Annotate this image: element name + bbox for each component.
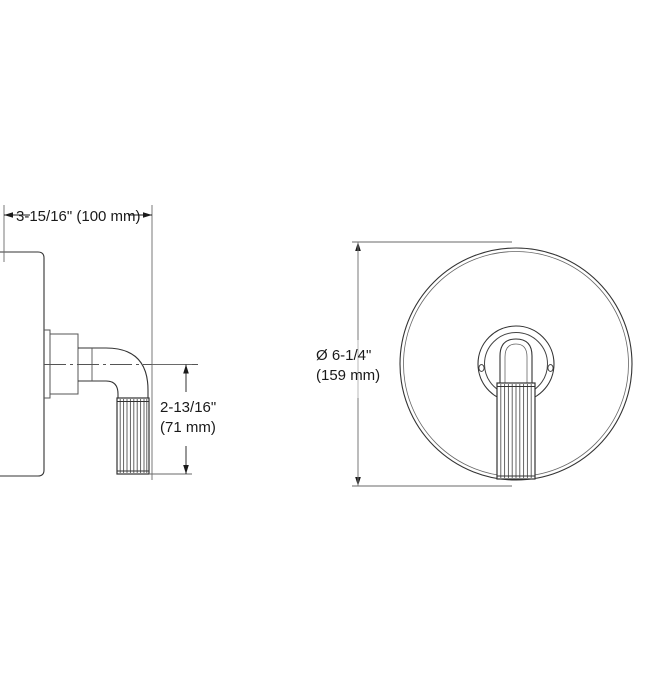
side-valve-body <box>49 333 79 395</box>
dimension-escutcheon-diameter-label-imperial: Ø 6-1/4" <box>316 347 371 364</box>
dimension-escutcheon-diameter-label-metric: (159 mm) <box>316 367 380 384</box>
side-elbow-body <box>105 347 149 400</box>
dimension-projection-depth-label: 3-15/16" (100 mm) <box>16 208 141 225</box>
front-hub-screw-right <box>547 364 554 372</box>
front-hub-screws <box>478 364 554 372</box>
side-escutcheon-plate <box>0 251 45 477</box>
dimension-escutcheon-diameter: Ø 6-1/4" (159 mm) <box>316 241 512 487</box>
dimension-handle-drop: 2-13/16" (71 mm) <box>149 364 216 475</box>
front-handle-fluted <box>496 382 536 480</box>
dimension-handle-drop-label-metric: (71 mm) <box>160 419 216 436</box>
side-handle-fluted <box>116 397 150 475</box>
dimension-projection-depth: 3-15/16" (100 mm) <box>3 205 153 480</box>
front-hub-screw-left <box>478 364 485 372</box>
side-escutcheon-rim <box>44 329 51 399</box>
front-elevation-view: Ø 6-1/4" (159 mm) <box>316 241 633 487</box>
side-elevation-view: 3-15/16" (100 mm) 2-13/16" (71 mm) <box>0 205 216 480</box>
dimension-handle-drop-label-imperial: 2-13/16" <box>160 399 216 416</box>
